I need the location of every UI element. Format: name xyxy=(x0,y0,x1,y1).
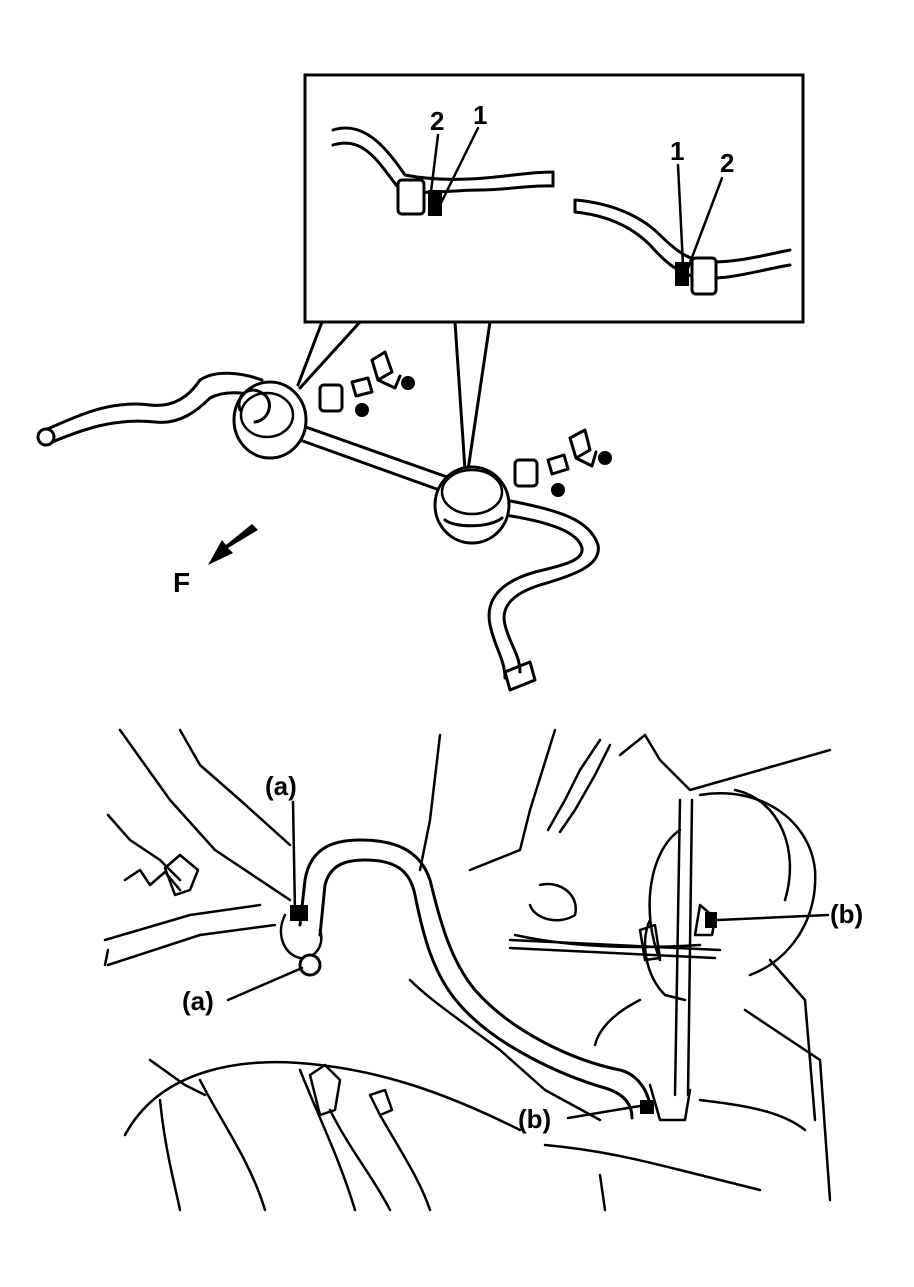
chassis-outline xyxy=(103,728,832,1212)
bracket-set-left xyxy=(318,350,415,417)
callout-b-upper: (b) xyxy=(830,899,863,929)
stabilizer-link xyxy=(508,798,722,1122)
bolt-b-upper xyxy=(705,912,717,928)
callout-b-upper-leader xyxy=(716,913,830,922)
detail-right-leaders xyxy=(676,163,724,270)
bolt-b-lower xyxy=(640,1100,654,1114)
callout-a-lower: (a) xyxy=(182,986,214,1016)
detail-right-bar xyxy=(573,198,792,296)
callout-a-upper: (a) xyxy=(265,771,297,801)
lower-structure xyxy=(123,1058,522,1212)
bolt-a-lower xyxy=(298,953,322,977)
detail-right-label-2: 2 xyxy=(720,148,734,178)
bracket-set-right xyxy=(513,428,612,497)
inset-leader-left xyxy=(296,320,362,390)
exploded-view: 2 1 1 2 xyxy=(36,73,805,692)
detail-left-label-2: 2 xyxy=(430,106,444,136)
callout-b-lower-leader xyxy=(566,1104,642,1120)
detail-left-label-1: 1 xyxy=(473,100,487,130)
inset-leader-right xyxy=(453,320,492,472)
callout-b-lower: (b) xyxy=(518,1104,551,1134)
stabilizer-bar xyxy=(36,371,600,692)
detail-left-leaders xyxy=(428,126,480,207)
installed-stabilizer-bar xyxy=(279,838,652,1120)
callout-a-lower-leader xyxy=(226,966,304,1002)
detail-right-label-1: 1 xyxy=(670,136,684,166)
front-label: F xyxy=(173,567,190,598)
bushing-right xyxy=(433,465,511,545)
bar-end-left xyxy=(36,427,56,447)
bushing-left xyxy=(232,380,308,460)
installed-view: (a) (a) (b) (b) xyxy=(103,728,863,1212)
front-arrow-icon xyxy=(208,524,258,565)
callout-a-upper-leader xyxy=(291,800,297,914)
detail-inset-box xyxy=(303,73,805,324)
bolt-a-upper xyxy=(290,905,308,921)
